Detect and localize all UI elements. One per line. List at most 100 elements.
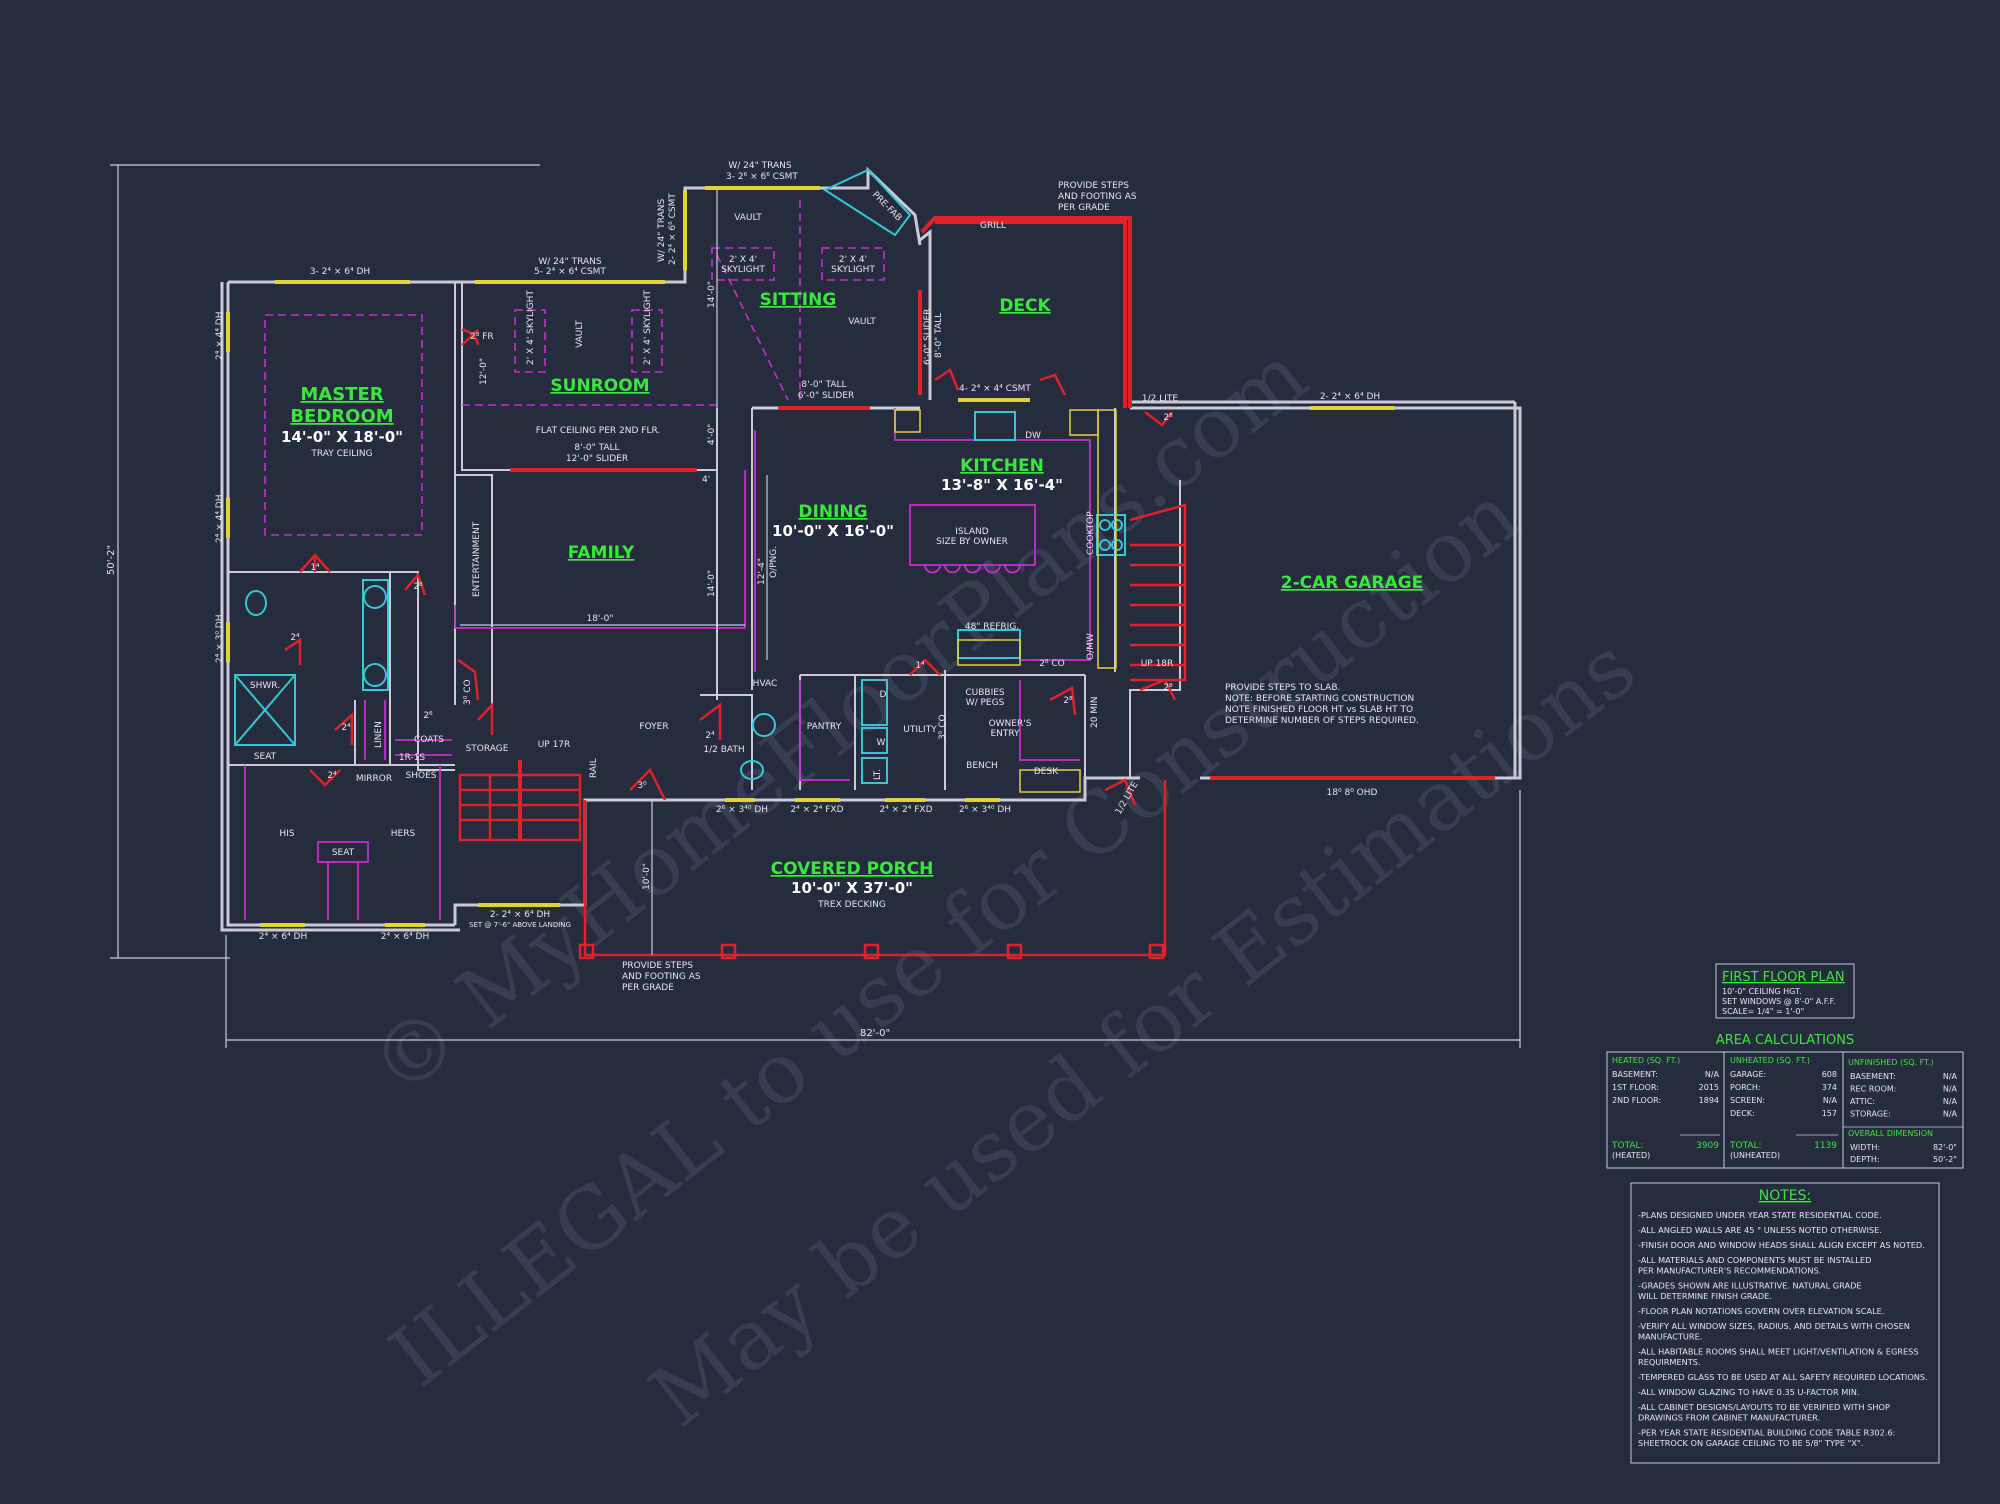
label-storage: STORAGE xyxy=(466,744,509,754)
label-door-master: 1⁴ xyxy=(310,563,320,573)
plan-title-line-3: SCALE= 1/4" = 1'-0" xyxy=(1722,1007,1804,1016)
notes-block: NOTES: -PLANS DESIGNED UNDER YEAR STATE … xyxy=(1630,1182,1940,1464)
label-porch-note-1: PROVIDE STEPS xyxy=(622,961,693,971)
unheated-total-label: TOTAL: xyxy=(1729,1141,1762,1151)
label-closet-win-2: 2⁴ × 6⁴ DH xyxy=(381,932,430,942)
depth-label: DEPTH: xyxy=(1850,1155,1880,1164)
note-line: -PLANS DESIGNED UNDER YEAR STATE RESIDEN… xyxy=(1638,1210,1882,1220)
label-door-deck: 2⁸ xyxy=(1163,413,1173,423)
porch-outline xyxy=(578,780,1167,960)
note-line: -ALL CABINET DESIGNS/LAYOUTS TO BE VERIF… xyxy=(1638,1402,1890,1412)
notes-title: NOTES: xyxy=(1759,1188,1812,1204)
label-ohd: 18⁰ 8⁰ OHD xyxy=(1327,788,1378,798)
plan-title: FIRST FLOOR PLAN xyxy=(1722,970,1845,985)
room-labels: MASTER BEDROOM 14'-0" X 18'-0" TRAY CEIL… xyxy=(281,290,1423,910)
unheated-row-value: 374 xyxy=(1822,1083,1837,1092)
room-family: FAMILY xyxy=(568,543,635,563)
width-value: 82'-0" xyxy=(1933,1143,1957,1152)
label-sun-slider-2: 12'-0" SLIDER xyxy=(566,454,628,464)
label-top-csmt: 3- 2⁶ × 6⁶ CSMT xyxy=(726,172,798,182)
label-deck-note-1: PROVIDE STEPS xyxy=(1058,181,1129,191)
plan-title-block: FIRST FLOOR PLAN 10'-0" CEILING HGT. SET… xyxy=(1715,963,1855,1019)
room-porch-size: 10'-0" X 37'-0" xyxy=(791,879,913,897)
label-door-bath: 2⁴ xyxy=(290,633,300,643)
heated-total: 3909 xyxy=(1696,1141,1719,1151)
label-sun-trans: W/ 24" TRANS xyxy=(538,257,602,267)
label-top-trans: W/ 24" TRANS xyxy=(728,161,792,171)
label-deck-slider-1: 6'-0" SLIDER xyxy=(923,309,933,365)
unfinished-row-label: STORAGE: xyxy=(1850,1110,1891,1119)
label-side-trans: W/ 24" TRANS xyxy=(657,198,667,262)
deck-outline xyxy=(920,216,1132,408)
label-left-win-1: 2⁴ × 4⁴ DH xyxy=(215,312,225,361)
label-sun-csmt: 5- 2⁴ × 6⁴ CSMT xyxy=(534,267,606,277)
label-deck-note-3: PER GRADE xyxy=(1058,203,1110,213)
unheated-row-value: N/A xyxy=(1823,1096,1838,1105)
label-fr: 2⁸ FR xyxy=(470,332,494,342)
label-vault-2: VAULT xyxy=(848,317,876,327)
heated-title: HEATED (SQ. FT.) xyxy=(1612,1056,1680,1065)
plan-title-line-2: SET WINDOWS @ 8'-0" A.F.F. xyxy=(1722,997,1835,1006)
label-porch-note-2: AND FOOTING AS xyxy=(622,972,701,982)
label-closet-win-1: 2⁴ × 6⁴ DH xyxy=(259,932,308,942)
label-rail: RAIL xyxy=(589,758,599,778)
label-bench: BENCH xyxy=(966,761,998,771)
note-line: -FLOOR PLAN NOTATIONS GOVERN OVER ELEVAT… xyxy=(1638,1306,1884,1316)
label-skylight-a2: SKYLIGHT xyxy=(721,265,765,275)
heated-row-label: 2ND FLOOR: xyxy=(1612,1096,1661,1105)
label-flat-ceiling: FLAT CEILING PER 2ND FLR. xyxy=(536,426,661,436)
unheated-total: 1139 xyxy=(1814,1141,1837,1151)
heated-total-label: TOTAL: xyxy=(1611,1141,1644,1151)
label-door-pantry: 1⁴ xyxy=(915,661,925,671)
room-dining: DINING xyxy=(798,502,867,522)
depth-value: 50'-2" xyxy=(1933,1155,1957,1164)
label-island-2: SIZE BY OWNER xyxy=(936,537,1008,547)
label-door-closet: 2⁴ xyxy=(327,771,337,781)
label-door-co: 3⁰ CO xyxy=(463,679,473,705)
label-sun-slider-1: 8'-0" TALL xyxy=(574,443,619,453)
label-side-csmt: 2- 2⁴ × 6⁶ CSMT xyxy=(668,193,678,265)
room-garage: 2-CAR GARAGE xyxy=(1281,573,1423,593)
label-vault-3: VAULT xyxy=(575,320,585,348)
label-opng: O/PNG. xyxy=(769,546,779,578)
note-line: -TEMPERED GLASS TO BE USED AT ALL SAFETY… xyxy=(1638,1372,1928,1382)
dim-depth: 50'-2" xyxy=(106,545,117,575)
room-dining-size: 10'-0" X 16'-0" xyxy=(772,522,894,540)
overall-title: OVERALL DIMENSION xyxy=(1848,1129,1933,1138)
label-left-win-2: 2⁴ × 4⁴ DH xyxy=(215,495,225,544)
label-up18r: UP 18R xyxy=(1141,659,1174,669)
label-utility: UTILITY xyxy=(903,725,937,735)
label-owners-2: ENTRY xyxy=(990,729,1020,739)
label-1r1s: 1R-1S xyxy=(399,753,426,763)
dim-4-b: 4' xyxy=(702,475,710,485)
note-line: -VERIFY ALL WINDOW SIZES, RADIUS, AND DE… xyxy=(1638,1321,1910,1331)
room-sunroom: SUNROOM xyxy=(550,376,649,396)
label-half-bath: 1/2 BATH xyxy=(703,745,744,755)
area-calculations: AREA CALCULATIONS HEATED (SQ. FT.) BASEM… xyxy=(1606,1033,1964,1169)
dim-sunroom-12: 12'-0" xyxy=(479,358,489,385)
overall-dimensions: 50'-2" 82'-0" xyxy=(106,164,1521,1048)
label-shoes: SHOES xyxy=(406,771,437,781)
label-pw-win-4: 2⁶ × 3⁴⁰ DH xyxy=(959,805,1011,815)
dim-sitting-14: 14'-0" xyxy=(707,281,717,308)
unfinished-row-label: REC ROOM: xyxy=(1850,1085,1897,1094)
label-seat-1: SEAT xyxy=(254,752,277,762)
unfinished-row-value: N/A xyxy=(1943,1097,1958,1106)
dim-4-a: 4'-0" xyxy=(707,424,717,445)
label-garage-note-3: NOTE FINISHED FLOOR HT vs SLAB HT TO xyxy=(1225,705,1413,715)
unheated-row-label: DECK: xyxy=(1730,1109,1755,1118)
room-sitting: SITTING xyxy=(760,290,837,310)
unheated-row-label: GARAGE: xyxy=(1730,1070,1766,1079)
heated-row-label: 1ST FLOOR: xyxy=(1612,1083,1659,1092)
label-desk: DESK xyxy=(1034,767,1059,777)
label-coats: COATS xyxy=(414,735,444,745)
label-stair-win-2: SET @ 7'-6" ABOVE LANDING xyxy=(469,921,571,929)
label-seat-2: SEAT xyxy=(332,848,355,858)
label-sit-slider-1: 8'-0" TALL xyxy=(801,380,846,390)
label-skylight-a1: 2' X 4' xyxy=(729,255,757,265)
room-kitchen-size: 13'-8" X 16'-4" xyxy=(941,476,1063,494)
label-co: 2⁸ CO xyxy=(1039,659,1065,669)
label-pw-win-1: 2⁶ × 3⁴⁰ DH xyxy=(716,805,768,815)
